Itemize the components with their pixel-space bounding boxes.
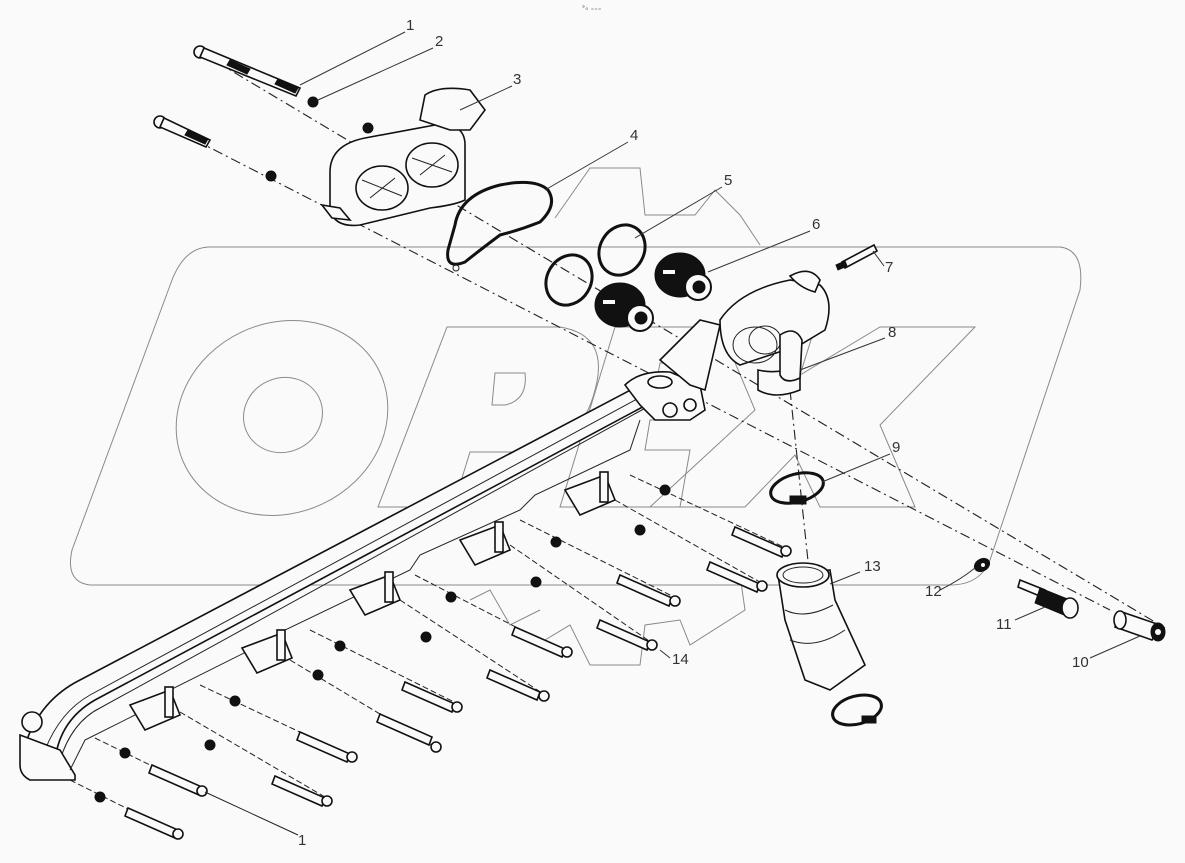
callout-1-bottom: 1	[298, 832, 306, 849]
bolt-top-1	[193, 45, 302, 98]
washer-icon	[307, 96, 319, 108]
sensor	[1017, 578, 1079, 619]
elbow-outlet	[719, 270, 830, 396]
callout-1: 1	[406, 17, 414, 34]
bolt-top-2	[153, 115, 212, 149]
callout-4: 4	[630, 127, 638, 144]
mounting-foot	[348, 571, 402, 617]
thermostat	[594, 282, 654, 332]
callout-13: 13	[864, 558, 881, 575]
mounting-foot	[128, 686, 182, 732]
plug	[1113, 610, 1166, 642]
callout-10: 10	[1072, 654, 1089, 671]
callout-12: 12	[925, 583, 942, 600]
o-ring	[597, 223, 647, 277]
hose	[776, 562, 867, 691]
hose-clamp	[769, 471, 825, 505]
callout-9: 9	[892, 439, 900, 456]
pin	[835, 243, 879, 271]
callout-5: 5	[724, 172, 732, 189]
callout-2: 2	[435, 33, 443, 50]
mounting-foot	[563, 471, 617, 517]
gasket	[446, 180, 554, 266]
hose-clamp-lower	[831, 693, 883, 727]
callout-6: 6	[812, 216, 820, 233]
callouts: 1 2 3 4 5 6 7 8 9 10 11 12 13 14 1	[298, 17, 1089, 849]
mounting-foot	[458, 521, 512, 567]
washer-icon	[265, 170, 277, 182]
thermostat-housing	[320, 87, 486, 227]
callout-8: 8	[888, 324, 896, 341]
callout-7: 7	[885, 259, 893, 276]
callout-3: 3	[513, 71, 521, 88]
mounting-foot	[240, 629, 294, 675]
callout-14: 14	[672, 651, 689, 668]
top-mark: °₀ ₌₌₌	[582, 5, 602, 12]
o-ring	[544, 253, 594, 307]
assembly-axes	[159, 51, 1166, 629]
callout-11: 11	[996, 616, 1012, 633]
thermostat	[654, 252, 712, 301]
seal-washer	[973, 557, 991, 573]
manifold-bolts	[69, 474, 792, 840]
water-manifold	[19, 319, 721, 781]
washer-icon	[362, 122, 374, 134]
leader-lines	[299, 31, 1141, 659]
gasket-hole	[452, 264, 460, 272]
